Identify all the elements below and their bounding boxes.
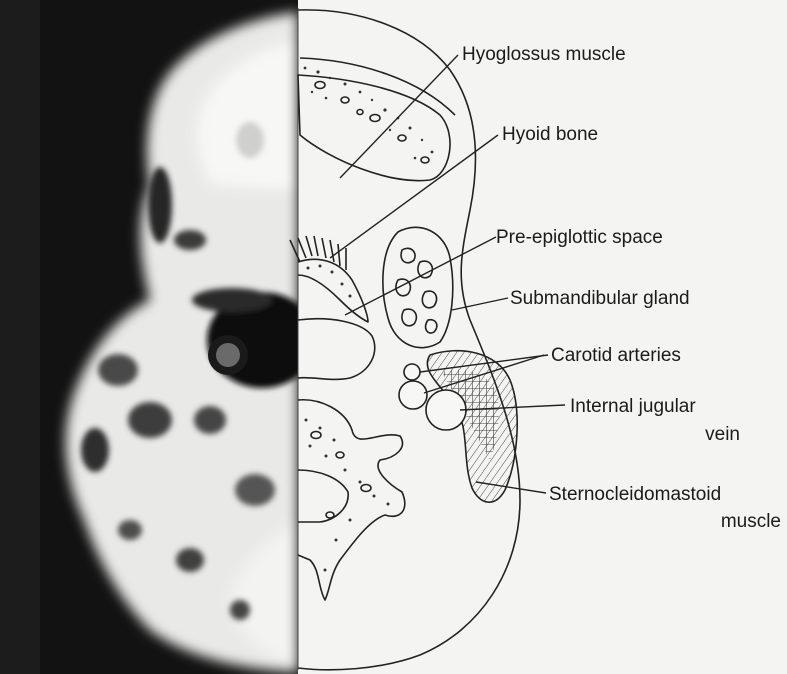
ct-scan-half bbox=[0, 0, 317, 674]
label-internal-jugular-line1: Internal jugular bbox=[570, 396, 696, 417]
label-internal-jugular-line2: vein bbox=[705, 424, 740, 445]
carotid-artery-lower bbox=[399, 381, 427, 409]
label-sternocleidomastoid-line2: muscle bbox=[721, 511, 781, 532]
label-hyoglossus-muscle: Hyoglossus muscle bbox=[462, 44, 626, 65]
line-drawing-half bbox=[290, 8, 520, 670]
pre-epiglottic-space bbox=[298, 319, 375, 380]
carotid-artery-upper bbox=[404, 364, 420, 380]
hyoglossus-muscle bbox=[298, 75, 450, 181]
label-sternocleidomastoid-line1: Sternocleidomastoid bbox=[549, 484, 721, 505]
neck-outline bbox=[298, 10, 520, 670]
submandibular-gland bbox=[383, 227, 453, 347]
label-submandibular-gland: Submandibular gland bbox=[510, 288, 690, 309]
label-pre-epiglottic-space: Pre-epiglottic space bbox=[496, 227, 663, 248]
label-hyoid-bone: Hyoid bone bbox=[502, 124, 598, 145]
lower-bone bbox=[298, 400, 405, 600]
label-carotid-arteries: Carotid arteries bbox=[551, 345, 681, 366]
